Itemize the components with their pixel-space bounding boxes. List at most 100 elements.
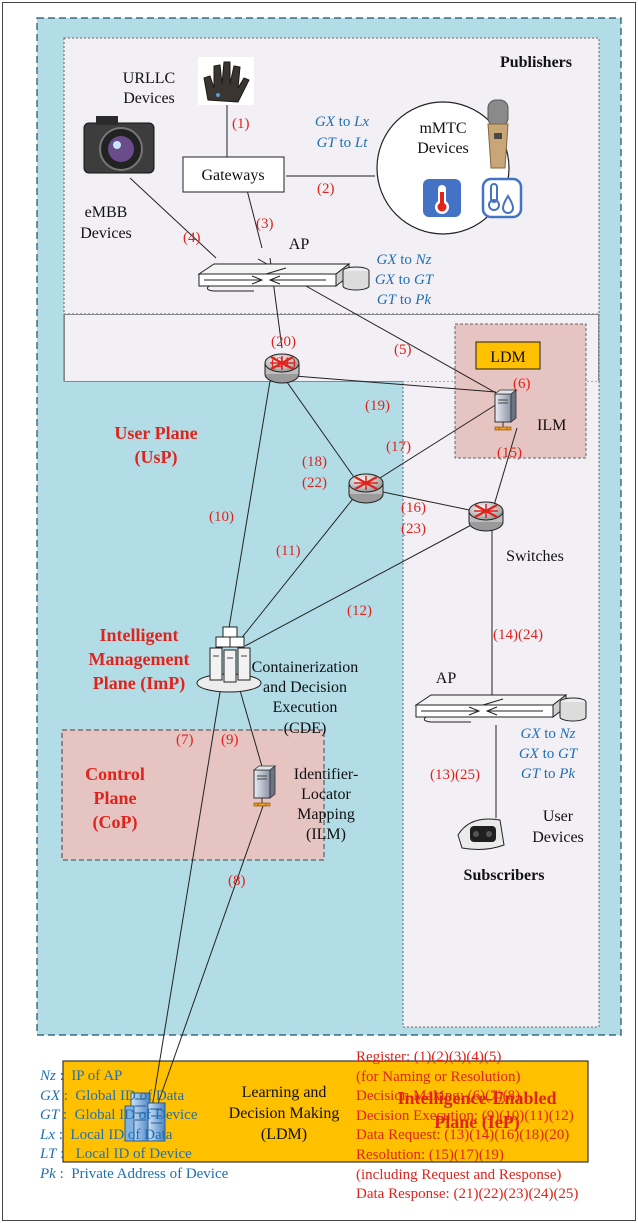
mmtc-circle	[376, 101, 510, 235]
mmtc-label-2: Devices	[417, 140, 469, 157]
ldm-label-3: (LDM)	[261, 1126, 307, 1143]
step-17: (17)	[386, 439, 411, 455]
step-23: (23)	[401, 521, 426, 537]
step-legend-line: (including Request and Response)	[356, 1166, 562, 1183]
humidity-icon	[481, 177, 523, 219]
ldm-label-2: Decision Making	[229, 1105, 340, 1122]
control-plane-panel	[61, 729, 325, 861]
embb-label-1: eMBB	[85, 204, 128, 221]
cde-label-3: Execution	[273, 699, 338, 716]
camera-icon	[83, 116, 155, 174]
vr-headset-icon	[457, 818, 505, 850]
step-legend-line: Data Response: (21)(22)(23)(24)(25)	[356, 1186, 579, 1203]
legend-entry: Pk : Private Address of Device	[40, 1165, 229, 1182]
gateway-map-1: GX to Lx	[315, 114, 370, 130]
urllc-label-1: URLLC	[123, 70, 175, 87]
user-plane-title-2: (UsP)	[135, 447, 178, 468]
user-devices-label-2: Devices	[532, 829, 584, 846]
step-20: (20)	[271, 334, 296, 350]
cop-title-3: (CoP)	[93, 812, 138, 833]
step-21: (21)	[271, 355, 296, 371]
iep-title-1: Intelligence-Enabled	[397, 1088, 556, 1108]
step-legend-line: Data Request: (13)(14)(16)(18)(20)	[356, 1127, 570, 1144]
embb-label-2: Devices	[80, 225, 132, 242]
ldm-box-label: LDM	[490, 349, 526, 366]
publishers-title: Publishers	[500, 54, 572, 71]
gateway-map-2: GT to Lt	[317, 135, 369, 151]
connection-lines	[129, 104, 518, 1113]
ldm-label-1: Learning and	[242, 1084, 327, 1101]
user-devices-label-1: User	[543, 808, 574, 825]
cop-title-2: Plane	[94, 788, 137, 808]
ldm-box	[475, 341, 541, 370]
legend-entry: Nz : IP of AP	[40, 1068, 123, 1084]
legend-entry: GX : Global ID of Data	[40, 1087, 185, 1104]
step-legend-line: Resolution: (15)(17)(19)	[356, 1146, 504, 1163]
step-legend-line: Decision Execution: (9)(10)(11)(12)	[356, 1107, 574, 1124]
switch-icon	[467, 500, 505, 533]
control-ilm-label-4: (ILM)	[306, 826, 346, 843]
step-legend: Register: (1)(2)(3)(4)(5) (for Naming or…	[356, 1048, 628, 1205]
subscriber-ap-map-2: GX to GT	[519, 746, 579, 762]
publisher-ap-map-2: GX to GT	[375, 272, 435, 288]
control-ilm-label-3: Mapping	[297, 806, 355, 823]
ilm-label: ILM	[537, 417, 566, 434]
legend-entry: LT : Local ID of Device	[40, 1146, 192, 1163]
step-legend-line: (for Naming or Resolution)	[356, 1068, 521, 1085]
step-legend-line: Decision Making: (6)(7)(8)	[356, 1088, 521, 1105]
step-4: (4)	[183, 230, 201, 246]
step-1: (1)	[232, 116, 250, 132]
step-8: (8)	[228, 873, 246, 889]
step-3: (3)	[256, 216, 274, 232]
step-15: (15)	[497, 445, 522, 461]
publisher-ap-map-3: GT to Pk	[377, 292, 432, 308]
step-5: (5)	[394, 342, 412, 358]
subscribers-title: Subscribers	[464, 867, 545, 884]
step-16: (16)	[401, 500, 426, 516]
imp-title-3: Plane (ImP)	[93, 673, 185, 694]
control-ilm-label-1: Identifier-	[294, 766, 359, 783]
iep-title-2: Plane (IeP)	[434, 1112, 519, 1133]
imp-title-2: Management	[89, 649, 190, 669]
publisher-ap-label: AP	[289, 236, 310, 253]
step-7: (7)	[176, 732, 194, 748]
step-14-24: (14)(24)	[493, 627, 543, 643]
step-2: (2)	[317, 181, 335, 197]
subscriber-ap-map-3: GT to Pk	[521, 766, 576, 782]
gateways-label: Gateways	[201, 167, 264, 184]
cde-cluster-icon	[196, 626, 262, 693]
router-icon	[347, 472, 385, 505]
subscriber-ap-map-1: GX to Nz	[520, 726, 575, 742]
subscriber-ap-label: AP	[436, 670, 457, 687]
step-11: (11)	[276, 543, 300, 559]
legend-entry: GT : Global ID of Device	[40, 1107, 198, 1124]
cde-label-1: Containerization	[252, 659, 359, 676]
switches-label: Switches	[506, 548, 564, 565]
legend-entry: Lx : Local ID of Data	[40, 1126, 173, 1143]
cde-label-2: and Decision	[263, 679, 347, 696]
imp-title-1: Intelligent	[100, 625, 179, 645]
step-legend-line: Register: (1)(2)(3)(4)(5)	[356, 1049, 502, 1065]
mmtc-label-1: mMTC	[419, 120, 466, 137]
step-6: (6)	[513, 376, 531, 392]
step-13-25: (13)(25)	[430, 767, 480, 783]
step-19: (19)	[365, 398, 390, 414]
thermometer-icon	[423, 179, 461, 217]
step-9: (9)	[221, 732, 239, 748]
glove-icon	[198, 57, 254, 105]
step-12: (12)	[347, 603, 372, 619]
publisher-ap-map-1: GX to Nz	[376, 252, 431, 268]
user-plane-title-1: User Plane	[114, 423, 197, 443]
step-18: (18)	[302, 454, 327, 470]
building-icon	[124, 1092, 166, 1142]
cde-label-4: (CDE)	[284, 720, 327, 737]
cop-title-1: Control	[85, 764, 145, 784]
urllc-label-2: Devices	[123, 90, 175, 107]
microphone-icon	[487, 99, 509, 169]
step-10: (10)	[209, 509, 234, 525]
gateways-box	[182, 156, 285, 193]
control-ilm-label-2: Locator	[301, 786, 351, 803]
step-22: (22)	[302, 475, 327, 491]
